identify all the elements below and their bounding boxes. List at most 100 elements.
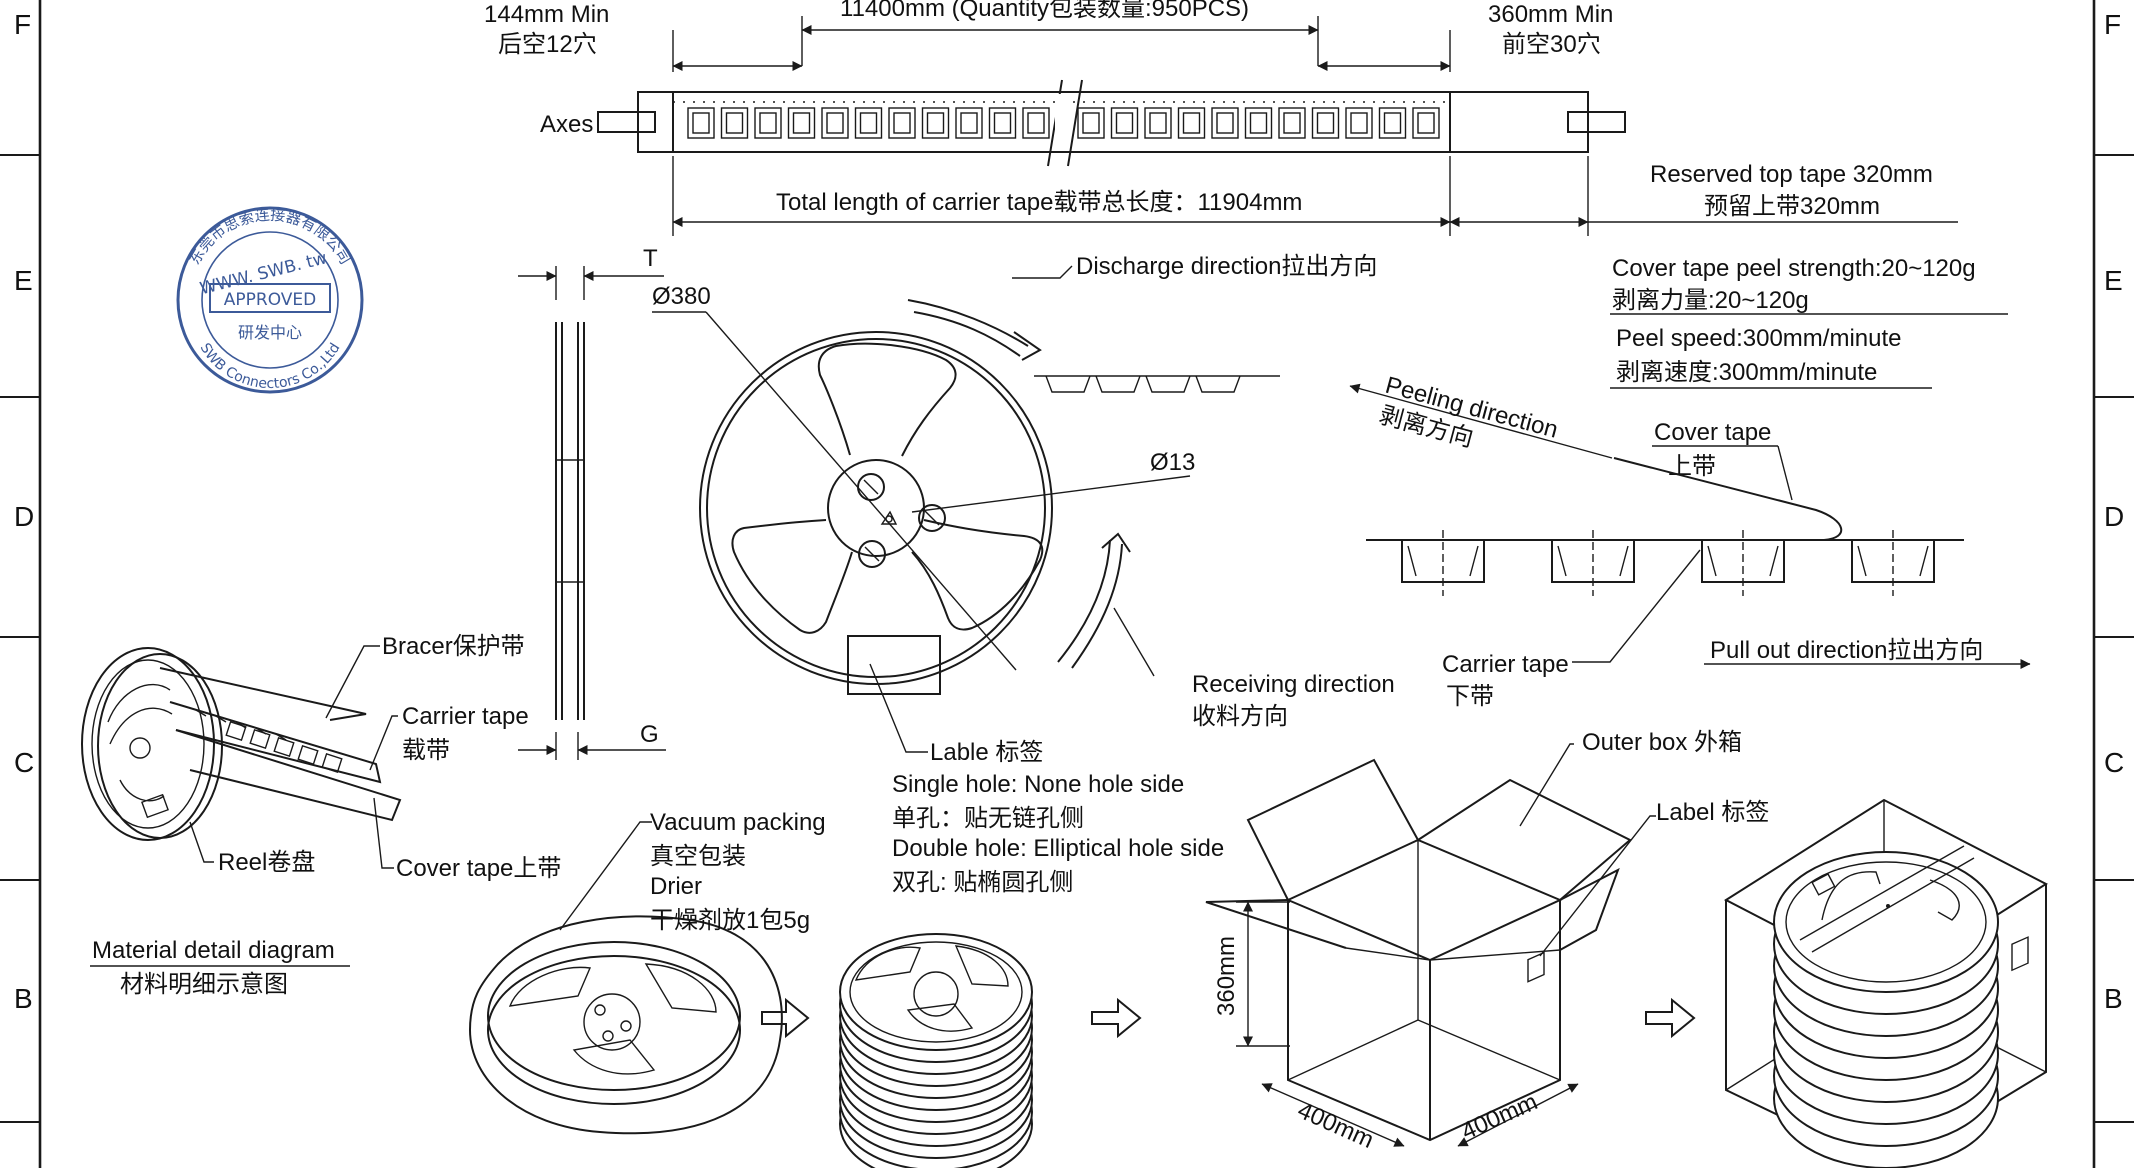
tape-pocket-inner (893, 112, 911, 134)
tape-pocket (1177, 107, 1206, 139)
zone-letter-left-b: B (14, 983, 33, 1014)
tape-pocket-inner (1249, 112, 1268, 134)
double-hole-note-cn: 双孔: 贴椭圆孔侧 (892, 869, 1073, 896)
box-width-label: 400mm (1294, 1097, 1378, 1154)
zone-letter-right-e: E (2104, 265, 2123, 296)
material-detail-diagram: Bracer保护带 Carrier tape 载带 Reel卷盘 Cover t… (81, 633, 561, 998)
boxed-reel-stack (1773, 851, 1999, 1168)
material-diagram-title-cn: 材料明细示意图 (120, 971, 288, 998)
tape-pocket (1110, 107, 1139, 139)
tape-pocket-inner (1417, 112, 1435, 134)
tape-pocket (687, 107, 715, 139)
pull-out-direction-label: Pull out direction拉出方向 (1710, 637, 1983, 664)
zone-letter-left-c: C (14, 747, 34, 778)
receiving-direction-cn: 收料方向 (1192, 703, 1288, 730)
tape-pocket-inner (1283, 112, 1301, 134)
reel-label-title: Lable 标签 (930, 739, 1043, 766)
cover-tape-cn: 上带 (1668, 453, 1716, 480)
tape-pocket (1412, 107, 1440, 139)
svg-text:SWB Connectors Co.,Ltd: SWB Connectors Co.,Ltd (197, 340, 344, 392)
bracer-label: Bracer保护带 (382, 633, 525, 660)
box-depth-label: 400mm (1457, 1088, 1541, 1145)
vacuum-packing-cn: 真空包装 (650, 843, 746, 870)
zone-letter-right-c: C (2104, 747, 2124, 778)
peel-strength-label: Cover tape peel strength:20~120g (1612, 255, 1976, 282)
tape-pocket (955, 107, 983, 139)
top-reel-window (954, 945, 1009, 987)
single-hole-note-cn: 单孔：贴无链孔侧 (892, 805, 1084, 832)
trailer-length-label: 360mm Min (1488, 1, 1613, 28)
box-label-callout: Label 标签 (1656, 799, 1769, 826)
svg-text:东莞市思索连接器有限公司: 东莞市思索连接器有限公司 (185, 206, 354, 268)
tape-pocket-inner (993, 112, 1012, 134)
hub-diameter-label: Ø13 (1150, 449, 1195, 476)
top-reel-hub (913, 971, 959, 1017)
outer-box-label: Outer box 外箱 (1582, 729, 1742, 756)
tape-pocket-inner (792, 112, 811, 134)
cover-tape-callout: Cover tape上带 (396, 855, 561, 882)
vacuum-packing-label: Vacuum packing (650, 809, 826, 836)
carrier-tape-label: Carrier tape (1442, 651, 1569, 678)
discharge-direction-label: Discharge direction拉出方向 (1076, 253, 1377, 280)
tape-pocket (1345, 107, 1373, 139)
single-hole-note: Single hole: None hole side (892, 771, 1184, 798)
reel-side-view: T G (518, 245, 666, 760)
carrier-tape-callout-cn: 载带 (402, 737, 450, 764)
carrier-tape-callout: Carrier tape (402, 703, 529, 730)
reel-diameter-label: Ø380 (652, 283, 711, 310)
zone-letter-left-f: F (14, 9, 31, 40)
top-reel-window (854, 946, 921, 981)
peel-speed-cn: 剥离速度:300mm/minute (1616, 359, 1877, 386)
material-diagram-title: Material detail diagram (92, 937, 335, 964)
tape-pocket (1278, 107, 1306, 139)
tape-pocket-inner (1216, 112, 1234, 134)
carrier-pocket-wall (1407, 545, 1479, 577)
box-height-label: 360mm (1213, 936, 1240, 1016)
tape-pocket-inner (1027, 112, 1045, 134)
tape-pocket-inner (1182, 112, 1201, 134)
tape-pocket (1077, 107, 1105, 139)
tape-length-label: 11400mm (Quantity包装数量:950PCS) (840, 0, 1249, 22)
tape-pocket-inner (826, 112, 844, 134)
boxed-reel-disc (1773, 851, 1999, 993)
tape-pocket-inner (1149, 112, 1167, 134)
tape-pocket (1022, 107, 1050, 139)
tape-pocket-inner (1350, 112, 1368, 134)
reserved-top-tape-label: Reserved top tape 320mm (1650, 161, 1933, 188)
tape-pocket (921, 107, 950, 139)
peel-specification: Cover tape peel strength:20~120g 剥离力量:20… (1349, 255, 2031, 710)
tape-pocket (888, 107, 916, 139)
carrier-pocket-wall (1857, 545, 1929, 577)
tape-pocket (1244, 107, 1273, 139)
boxed-top-reel-rim (1785, 861, 1987, 983)
tape-pocket-inner (1383, 112, 1402, 134)
tape-pocket-inner (692, 112, 710, 134)
reel-callout: Reel卷盘 (218, 849, 315, 876)
receiving-direction-label: Receiving direction (1192, 671, 1395, 698)
double-hole-note: Double hole: Elliptical hole side (892, 835, 1224, 862)
tape-pocket-inner (759, 112, 777, 134)
tape-pocket-inner (1082, 112, 1100, 134)
tape-pocket (988, 107, 1017, 139)
total-length-label: Total length of carrier tape载带总长度：11904m… (776, 189, 1302, 216)
tape-pocket (1311, 107, 1340, 139)
peel-speed-label: Peel speed:300mm/minute (1616, 325, 1902, 352)
reserved-top-tape-cn: 预留上带320mm (1704, 193, 1880, 220)
zone-letter-right-d: D (2104, 501, 2124, 532)
tape-pocket-inner (725, 112, 744, 134)
carrier-pocket-wall (1557, 545, 1629, 577)
stamp-dept: 研发中心 (238, 323, 302, 342)
drier-cn: 干燥剂放1包5g (650, 907, 810, 934)
cover-tape-label: Cover tape (1654, 419, 1771, 446)
tape-pocket (1211, 107, 1239, 139)
packing-sequence: Vacuum packing 真空包装 Drier 干燥剂放1包5g Outer… (468, 729, 2049, 1168)
tape-pockets (687, 107, 1440, 139)
carrier-tape-cn: 下带 (1446, 683, 1494, 710)
tape-pocket (1378, 107, 1407, 139)
trailer-length-cn: 前空30穴 (1502, 31, 1601, 58)
tape-pocket-inner (926, 112, 945, 134)
peel-strength-cn: 剥离力量:20~120g (1612, 287, 1809, 314)
tape-pocket-inner (859, 112, 878, 134)
zone-letter-right-b: B (2104, 983, 2123, 1014)
